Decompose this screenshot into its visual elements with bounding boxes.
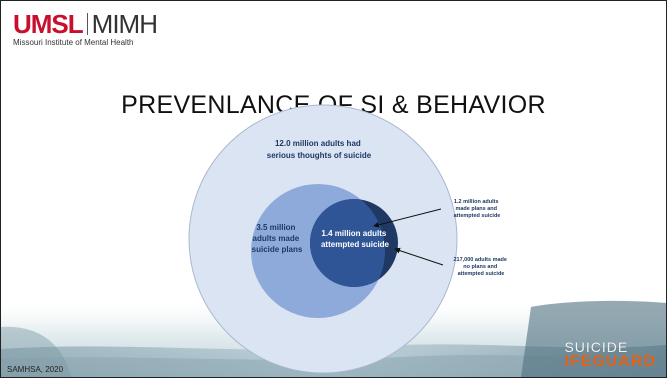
inner-label-line-2: attempted suicide xyxy=(321,240,390,249)
suicide-lifeguard-logo: SUICIDE IFEGUARD xyxy=(564,339,656,371)
callout-plans-attempt: 1.2 million adults made plans and attemp… xyxy=(454,199,501,219)
callout-plans-line-3: attempted suicide xyxy=(454,213,501,219)
callout-noplans-line-3: attempted suicide xyxy=(458,271,505,277)
logo-subtitle: Missouri Institute of Mental Health xyxy=(13,38,134,47)
brand-line-2: IFEGUARD xyxy=(564,353,656,370)
logo: UMSL MIMH Missouri Institute of Mental H… xyxy=(13,9,158,47)
callout-plans-line-1: 1.2 million adults xyxy=(454,199,499,205)
callout-noplans-attempt: 217,000 adults made no plans and attempt… xyxy=(453,257,508,277)
logo-divider xyxy=(86,13,88,35)
middle-label-line-2: adults made xyxy=(253,234,300,243)
outer-label: 12.0 million adults had serious thoughts… xyxy=(267,139,372,160)
middle-label-line-3: suicide plans xyxy=(252,245,303,254)
middle-label-line-1: 3.5 million xyxy=(256,223,295,232)
outer-label-line-2: serious thoughts of suicide xyxy=(267,151,372,160)
middle-label: 3.5 million adults made suicide plans xyxy=(252,223,303,254)
callout-plans-line-2: made plans and xyxy=(455,206,497,212)
brand-line-1: SUICIDE xyxy=(564,339,629,355)
callout-noplans-line-1: 217,000 adults made xyxy=(453,257,507,263)
inner-label-line-1: 1.4 million adults xyxy=(321,229,386,238)
arrow-plans-attempt xyxy=(373,208,442,228)
arrow-noplans-attempt xyxy=(394,247,444,266)
overlap-plans-and-attempt xyxy=(310,199,385,287)
outer-label-line-1: 12.0 million adults had xyxy=(275,139,361,148)
inner-label: 1.4 million adults attempted suicide xyxy=(321,229,390,249)
callout-noplans-line-2: no plans and xyxy=(463,264,497,270)
source-citation: SAMHSA, 2020 xyxy=(7,365,64,374)
logo-mimh: MIMH xyxy=(91,9,158,39)
logo-umsl: UMSL xyxy=(13,9,84,39)
